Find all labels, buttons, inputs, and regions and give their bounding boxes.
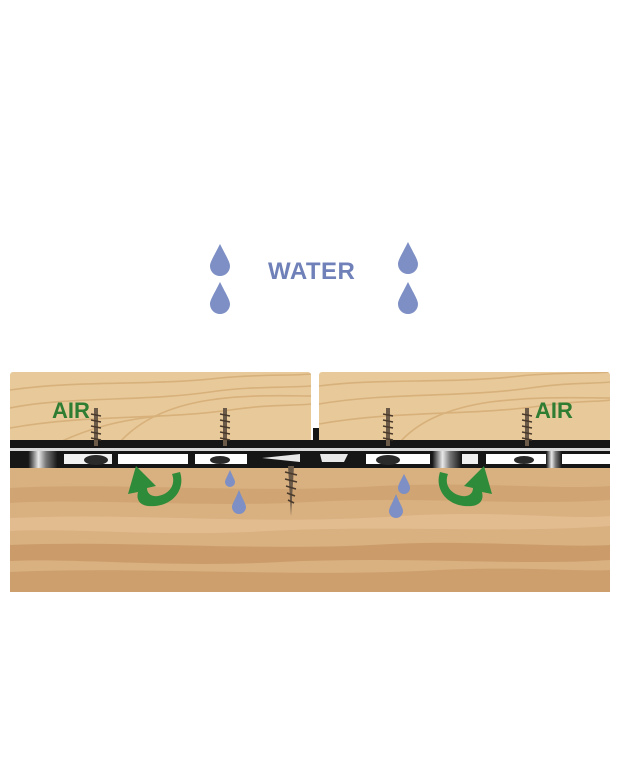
curved-arrow-icon: [128, 466, 182, 507]
water-drop-icon: [210, 244, 230, 276]
screw-icon: [284, 466, 298, 516]
screw-icon: [219, 408, 231, 446]
deck-board-left: [10, 372, 311, 442]
curved-arrow-icon: [438, 466, 492, 507]
water-drop-icon: [398, 242, 418, 274]
water-label: WATER: [268, 258, 356, 285]
joist: [10, 468, 610, 592]
water-drop-icon: [225, 470, 235, 487]
water-drop-icon: [398, 282, 418, 314]
deck-board-right: [319, 372, 610, 442]
air-label-right: AIR: [535, 398, 573, 423]
clip-track: [10, 428, 610, 468]
water-drop-icon: [210, 282, 230, 314]
air-label-left: AIR: [52, 398, 90, 423]
water-drop-icon: [398, 474, 410, 494]
water-drop-icon: [232, 490, 246, 514]
screw-icon: [90, 408, 102, 446]
screw-icon: [382, 408, 394, 446]
screw-icon: [521, 408, 533, 446]
water-drop-icon: [389, 494, 403, 518]
